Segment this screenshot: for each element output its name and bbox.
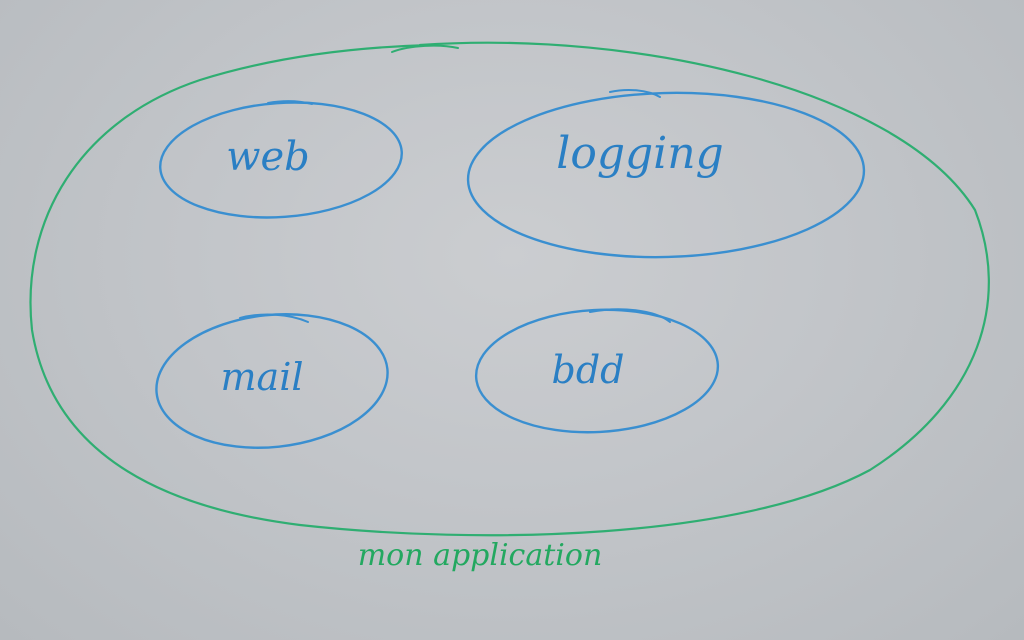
application-label: mon application [358,538,603,573]
module-mail-overstroke [239,313,309,323]
application-boundary-overstroke [391,44,459,53]
module-bdd-overstroke [589,308,671,323]
application-boundary [29,41,990,537]
module-logging-label: logging [556,128,723,179]
module-bdd-label: bdd [552,348,625,392]
module-bdd-bubble [474,308,720,434]
module-web-overstroke [267,100,313,105]
module-mail-label: mail [221,355,304,399]
module-web-bubble [159,101,403,219]
module-logging-overstroke [609,88,661,98]
module-logging-bubble [466,91,866,259]
module-web-label: web [226,134,310,180]
